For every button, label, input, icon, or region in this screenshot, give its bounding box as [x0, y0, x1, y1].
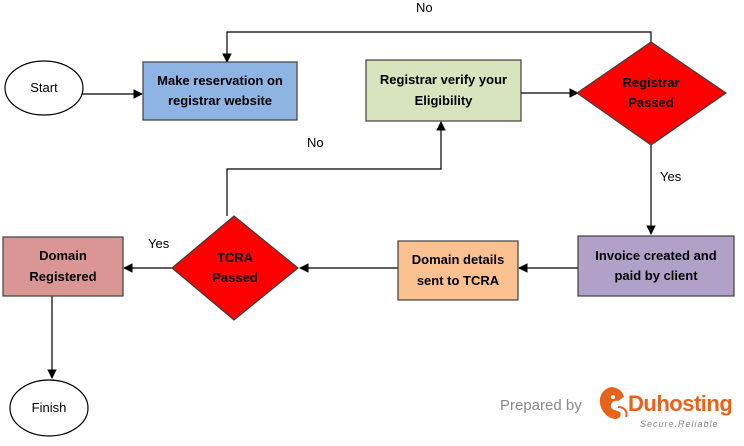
start-label: Start — [30, 79, 58, 95]
invoice-line-1: Invoice created and — [595, 247, 717, 263]
registrar-no-label: No — [416, 0, 433, 15]
registrar-passed-decision — [575, 41, 728, 146]
tcra-yes-label: Yes — [148, 236, 170, 251]
make-reservation-label: Make reservation on registrar website — [143, 62, 297, 120]
brand-name: Duhosting — [628, 391, 733, 416]
registrar-verify-label: Registrar verify your Eligibility — [366, 60, 521, 121]
registrar-passed-line-2: Passed — [628, 95, 674, 110]
domain-registered-box — [2, 236, 124, 297]
tcra-passed-line-2: Passed — [212, 270, 258, 285]
tcra-passed-label: TCRA Passed — [190, 243, 280, 293]
invoice-label: Invoice created and paid by client — [578, 236, 734, 296]
domain-details-line-1: Domain details — [411, 252, 505, 268]
domain-registered-line-2: Registered — [29, 268, 97, 284]
invoice-box — [577, 235, 735, 297]
start-terminal — [4, 60, 84, 116]
registrar-passed-label: Registrar Passed — [601, 68, 701, 118]
finish-label: Finish — [31, 399, 67, 415]
connector-registrar-no-loop — [222, 31, 652, 63]
tcra-no-label: No — [307, 135, 324, 150]
connector-tcra-no-loop — [226, 121, 446, 216]
make-reservation-line-1: Make reservation on — [157, 72, 283, 88]
tcra-passed-decision — [171, 215, 299, 321]
registrar-verify-line-1: Registrar verify your — [379, 72, 508, 88]
registrar-verify-box — [365, 59, 522, 122]
registrar-verify-line-2: Eligibility — [414, 92, 473, 108]
domain-registered-line-1: Domain — [39, 248, 87, 264]
invoice-line-2: paid by client — [614, 268, 698, 283]
make-reservation-line-2: registrar website — [167, 93, 273, 108]
registrar-passed-line-1: Registrar — [622, 74, 680, 90]
brand-tagline: Secure.Reliable — [640, 419, 719, 429]
domain-details-box — [397, 240, 519, 301]
domain-registered-label: Domain Registered — [3, 237, 123, 296]
registrar-yes-label: Yes — [660, 169, 682, 184]
prepared-by-text: Prepared by — [500, 397, 582, 414]
tcra-passed-line-1: TCRA — [216, 249, 254, 265]
duhosting-logo-icon — [599, 387, 628, 419]
make-reservation-box — [142, 61, 298, 121]
finish-terminal — [9, 379, 89, 437]
domain-details-line-2: sent to TCRA — [416, 272, 500, 288]
domain-details-label: Domain details sent to TCRA — [398, 241, 518, 300]
